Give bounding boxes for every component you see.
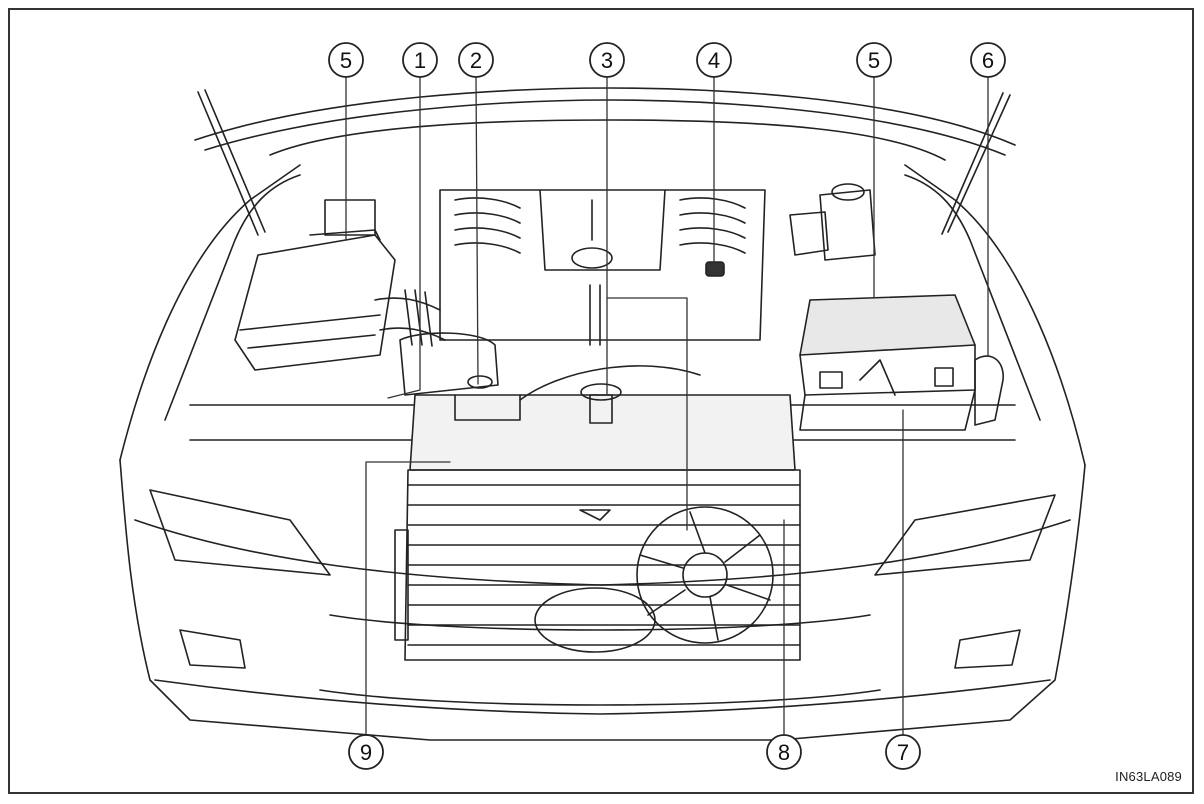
radiator-illustration <box>395 366 800 660</box>
callout-number: 3 <box>601 48 613 73</box>
callout-number: 7 <box>897 740 909 765</box>
callout-number: 8 <box>778 740 790 765</box>
callout-number: 1 <box>414 48 426 73</box>
callout-7: 7 <box>886 735 920 769</box>
callout-number: 5 <box>868 48 880 73</box>
callout-6: 6 <box>971 43 1005 77</box>
callout-2: 2 <box>459 43 493 77</box>
callout-number: 5 <box>340 48 352 73</box>
engine-cover-illustration <box>440 190 765 345</box>
callout-number: 6 <box>982 48 994 73</box>
callout-number: 4 <box>708 48 720 73</box>
callout-number: 9 <box>360 740 372 765</box>
hood-illustration <box>195 88 1015 235</box>
fuse-box-and-battery-illustration <box>790 184 1003 430</box>
callout-3: 3 <box>590 43 624 77</box>
callout-5-left: 5 <box>329 43 363 77</box>
figure-reference-code: IN63LA089 <box>1115 769 1182 784</box>
callout-number: 2 <box>470 48 482 73</box>
callout-4: 4 <box>697 43 731 77</box>
callout-8: 8 <box>767 735 801 769</box>
callout-5-right: 5 <box>857 43 891 77</box>
callout-9: 9 <box>349 735 383 769</box>
callout-1: 1 <box>403 43 437 77</box>
